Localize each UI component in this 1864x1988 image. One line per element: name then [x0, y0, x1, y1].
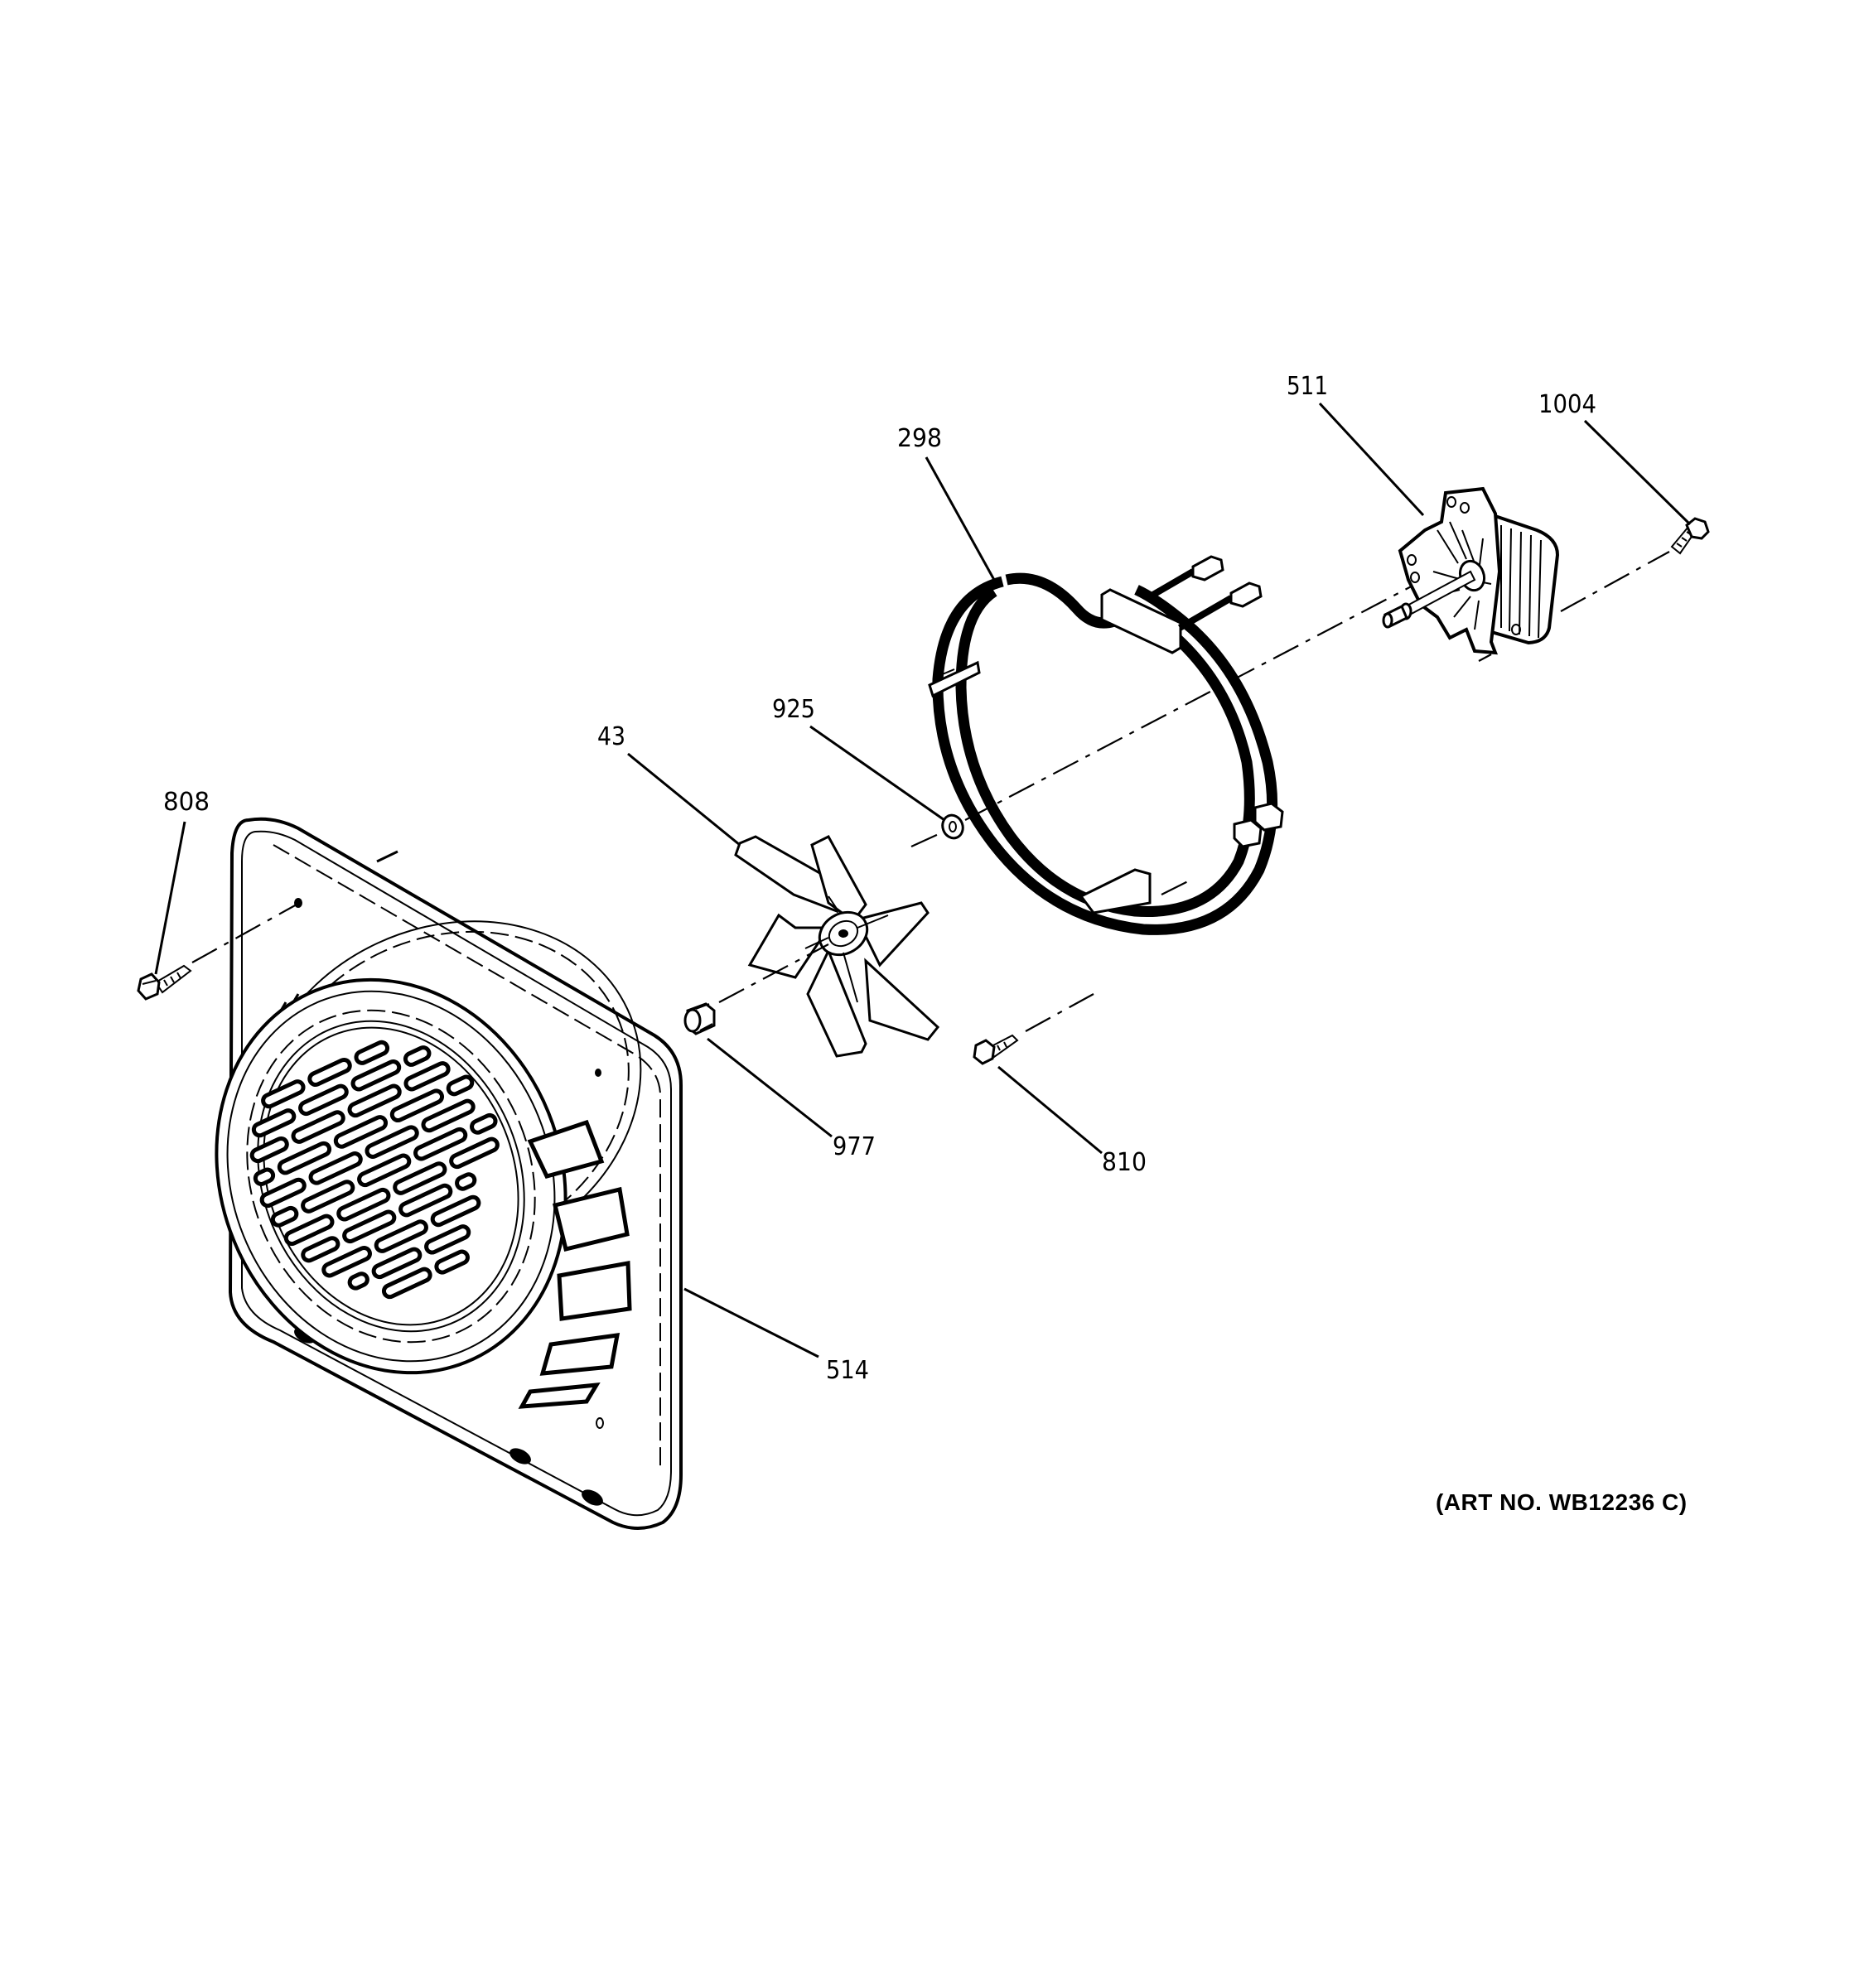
- callout-labels: 808 43 925 298 511 1004 977 810 514: [163, 372, 1596, 1385]
- fan-cover-panel-514[interactable]: [158, 817, 698, 1530]
- callout-925: 925: [772, 695, 815, 724]
- nut-977[interactable]: [683, 1002, 716, 1035]
- centerline-fan-axis: [910, 546, 1488, 848]
- leader-925: [809, 725, 945, 822]
- callout-810: 810: [1102, 1148, 1147, 1177]
- screw-1004[interactable]: [1670, 517, 1710, 555]
- leader-808: [154, 821, 186, 975]
- heating-element-298[interactable]: [928, 555, 1284, 935]
- screw-808[interactable]: [137, 964, 192, 1001]
- leader-810: [997, 1065, 1103, 1155]
- centerline-810: [1025, 993, 1094, 1032]
- centerline-977: [718, 943, 829, 1003]
- callout-808: 808: [163, 788, 210, 817]
- callout-977: 977: [833, 1132, 876, 1161]
- callout-511: 511: [1287, 372, 1328, 401]
- fan-blade-43[interactable]: [734, 835, 940, 1058]
- callout-298: 298: [897, 424, 942, 453]
- leader-43: [627, 752, 741, 847]
- grille-slots: [249, 1040, 500, 1300]
- leader-lines: [154, 402, 1692, 1358]
- callout-514: 514: [826, 1356, 869, 1385]
- leader-298: [925, 456, 996, 581]
- art-number: (ART NO. WB12236 C): [1436, 1489, 1688, 1515]
- centerline-motor: [1560, 551, 1670, 612]
- centerline-motor-lower: [1478, 654, 1492, 662]
- callout-1004: 1004: [1538, 390, 1596, 419]
- centerline-ring-lower: [1161, 879, 1192, 895]
- leader-511: [1318, 402, 1425, 517]
- vent-windows: [518, 1119, 632, 1409]
- leader-1004: [1583, 419, 1692, 526]
- callout-43: 43: [597, 722, 625, 751]
- centerline-808: [191, 904, 297, 963]
- screw-810[interactable]: [973, 1034, 1019, 1065]
- leader-977: [707, 1037, 833, 1138]
- leader-514: [683, 1287, 819, 1358]
- motor-511[interactable]: [1382, 486, 1560, 655]
- washer-925[interactable]: [939, 813, 966, 842]
